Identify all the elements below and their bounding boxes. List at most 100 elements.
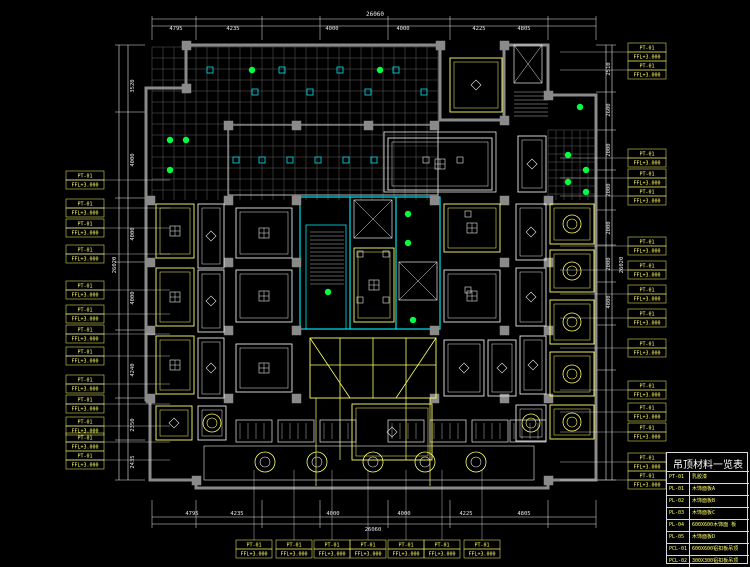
callout-code: PT-01 <box>639 46 654 52</box>
dim-bottom-label: 4000 <box>397 511 410 517</box>
callout-frame <box>627 431 667 442</box>
callout-level: FFL+3.000 <box>71 257 98 263</box>
room-right-2-inner <box>447 273 497 319</box>
room-right-b3-inner <box>523 339 543 391</box>
diamond-fixture <box>527 359 539 371</box>
cyan-downlight <box>342 156 350 164</box>
dim-right-label: 2000 <box>606 143 612 156</box>
round-ceiling <box>562 261 582 281</box>
cyan-downlight <box>251 88 259 96</box>
callout-code: PT-01 <box>639 190 654 196</box>
room-right-top <box>517 135 547 193</box>
callout-frame <box>627 269 667 280</box>
callout-code: PT-01 <box>77 222 92 228</box>
dim-top-overall: 26060 <box>366 11 384 18</box>
dim-right-label: 2600 <box>606 103 612 116</box>
callout-code: PT-01 <box>398 543 413 549</box>
round-ceiling <box>562 412 582 432</box>
cyan-downlight <box>232 156 240 164</box>
callout-code: PT-01 <box>77 328 92 334</box>
dim-bottom-label: 4000 <box>326 511 339 517</box>
dim-right-label: 4800 <box>606 295 612 308</box>
room-right-3b-inner <box>491 343 513 393</box>
white-downlight <box>356 296 364 304</box>
room-left-1-inner <box>159 207 191 255</box>
column <box>223 257 234 268</box>
green-emergency-light <box>564 178 572 186</box>
callout-frame <box>423 548 461 559</box>
round-light-inner <box>470 456 482 468</box>
column <box>181 40 192 51</box>
column <box>429 120 440 131</box>
cyan-downlight <box>306 88 314 96</box>
dim-top-label: 4225 <box>472 26 485 32</box>
dim-right-label: 2510 <box>606 62 612 75</box>
dim-top-label: 4235 <box>226 26 239 32</box>
legend-code: PL-05 <box>667 532 690 543</box>
column <box>429 393 440 404</box>
dim-top-label: 4000 <box>325 26 338 32</box>
white-downlight <box>382 250 390 258</box>
callout-frame <box>349 548 387 559</box>
white-downlight <box>456 156 464 164</box>
diamond-fixture <box>168 417 180 429</box>
callout-level: FFL+3.000 <box>633 181 660 187</box>
column <box>499 115 510 126</box>
cyan-downlight <box>336 66 344 74</box>
dim-bottom-overall: 26060 <box>365 527 382 533</box>
dim-top-label: 4000 <box>396 26 409 32</box>
legend-code: PT-01 <box>667 472 690 483</box>
room-left-b3-inner <box>201 341 221 395</box>
room-right-b1-inner <box>519 207 543 257</box>
column <box>499 325 510 336</box>
room-far-3 <box>549 299 595 345</box>
room-right-b2-inner <box>519 271 543 323</box>
callout-code: PT-01 <box>246 543 261 549</box>
room-right-2 <box>443 269 501 323</box>
diamond-fixture <box>205 362 217 374</box>
column <box>145 325 156 336</box>
room-lift-lobby-inner <box>357 251 391 319</box>
top-shaft <box>513 44 543 84</box>
diamond-fixture <box>205 295 217 307</box>
room-top-right-inner <box>453 61 499 109</box>
callout-level: FFL+3.000 <box>71 211 98 217</box>
room-bottom-left-b-inner <box>201 409 223 437</box>
round-ceiling-inner <box>566 265 578 277</box>
column <box>291 325 302 336</box>
callout-code: PT-01 <box>77 436 92 442</box>
room-left-2 <box>155 267 195 327</box>
callout-frame <box>627 157 667 168</box>
dim-right-overall: 26020 <box>619 257 625 274</box>
green-emergency-light <box>576 103 584 111</box>
room-bottom-right <box>515 404 547 442</box>
diamond-fixture <box>205 230 217 242</box>
shaft-cross <box>353 199 393 239</box>
dim-left-label: 4000 <box>130 227 136 240</box>
legend-title: 吊顶材料一览表 <box>673 460 743 471</box>
room-right-top-inner <box>521 139 543 189</box>
round-light-ceiling <box>254 451 276 473</box>
callout-level: FFL+3.000 <box>633 249 660 255</box>
room-mid-2 <box>235 269 293 323</box>
white-downlight <box>464 210 472 218</box>
callout-level: FFL+3.000 <box>633 321 660 327</box>
callout-code: PT-01 <box>639 288 654 294</box>
room-far-1 <box>549 203 595 245</box>
green-emergency-light <box>376 66 384 74</box>
round-ceiling-inner <box>566 368 578 380</box>
callout-code: PT-01 <box>639 426 654 432</box>
legend-code: PL-03 <box>667 508 690 519</box>
room-far-3-inner <box>553 303 591 341</box>
round-ceiling <box>562 214 582 234</box>
callout-code: PT-01 <box>434 543 449 549</box>
callout-level: FFL+3.000 <box>633 55 660 61</box>
callout-code: PT-01 <box>77 378 92 384</box>
cyan-downlight <box>286 156 294 164</box>
round-light-ceiling <box>306 451 328 473</box>
column <box>181 83 192 94</box>
